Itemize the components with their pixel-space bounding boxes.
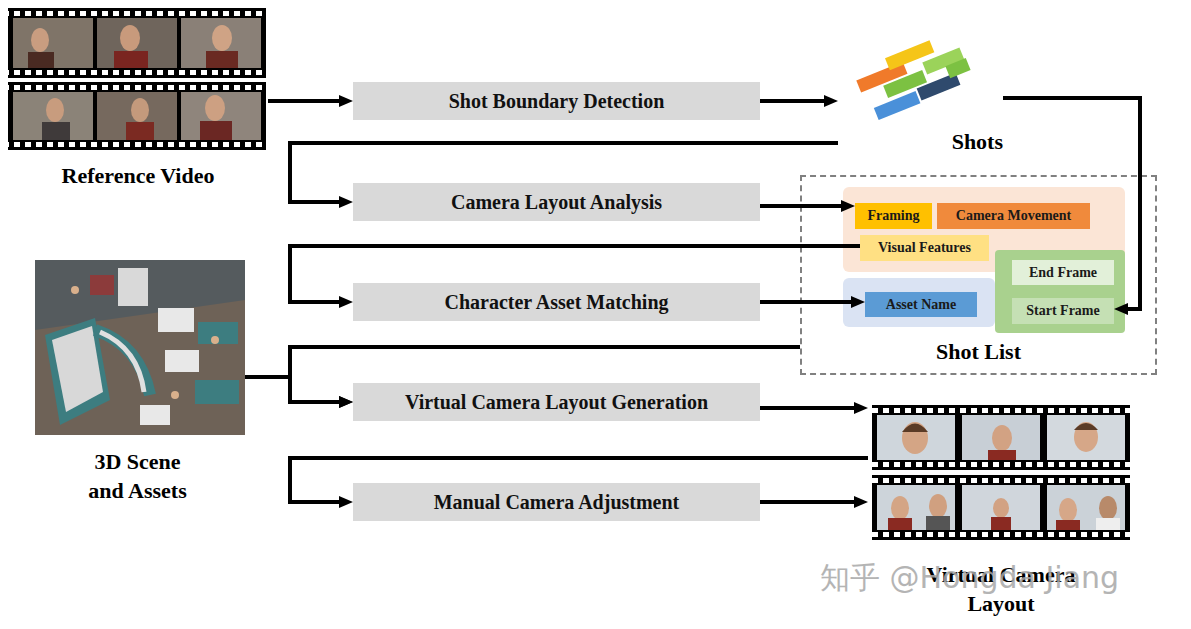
node-text: Manual Camera Adjustment	[434, 491, 680, 514]
arrow-connector	[290, 246, 860, 302]
tag-box: End Frame	[1012, 260, 1114, 285]
arrow-connector	[245, 377, 345, 402]
tag-box: Start Frame	[1012, 298, 1114, 324]
shot-list-box: Shot List Framing Camera MovementVisual Fe…	[800, 175, 1157, 375]
film-strip	[8, 82, 266, 150]
arrow-connector	[760, 406, 860, 410]
process-box: Character Asset Matching	[353, 283, 760, 321]
arrow-connector	[290, 143, 838, 202]
process-box: Manual Camera Adjustment	[353, 483, 760, 521]
node-text: Reference Video	[62, 161, 215, 190]
tag-box: Visual Features	[860, 235, 989, 261]
node-text: Asset Name	[886, 297, 956, 313]
node-text: Shot List	[936, 339, 1021, 365]
shots-node: Shots	[838, 40, 1003, 155]
arrow-connector	[1003, 98, 1140, 309]
node-text: Virtual Camera Layout Generation	[405, 391, 708, 414]
process-box: Shot Boundary Detection	[353, 82, 760, 120]
tag-box: Framing	[855, 203, 932, 229]
node-text: Start Frame	[1026, 303, 1099, 319]
arrow-connector	[760, 99, 830, 103]
tag-box: Asset Name	[865, 292, 977, 317]
node-text: Shots	[952, 129, 1003, 155]
film-strip	[872, 475, 1130, 540]
node-text: Visual Features	[878, 240, 971, 256]
arrow-connector	[760, 300, 857, 304]
arrow-connector	[760, 204, 847, 208]
process-box: Camera Layout Analysis	[353, 183, 760, 221]
scene-illustration	[35, 260, 245, 435]
film-strip	[8, 8, 266, 78]
process-box: Virtual Camera Layout Generation	[353, 383, 760, 421]
scene-node: 3D Scene and Assets	[30, 255, 245, 505]
node-text: Character Asset Matching	[444, 291, 668, 314]
video-illustration: Reference Video	[8, 5, 268, 190]
node-text: Camera Layout Analysis	[451, 191, 662, 214]
node-text: 3D Scene and Assets	[78, 447, 198, 505]
arrow-connector	[290, 458, 868, 502]
arrow-connector	[268, 99, 345, 103]
arrow-connector	[760, 500, 860, 504]
node-text: End Frame	[1029, 265, 1097, 281]
watermark: 知乎 @Hongda Jiang	[820, 558, 1119, 599]
tag-box: Camera Movement	[937, 203, 1090, 229]
arrow-connector	[290, 347, 800, 402]
shot-list-groups	[843, 187, 1125, 333]
node-text: Shot Boundary Detection	[449, 90, 665, 113]
shots-icon	[853, 30, 976, 122]
node-text: Framing	[867, 208, 919, 224]
film-strip	[872, 405, 1130, 470]
node-text: Camera Movement	[956, 208, 1071, 224]
